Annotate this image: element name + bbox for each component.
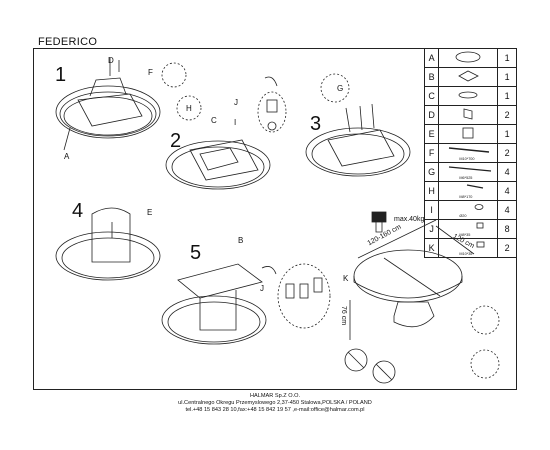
- part-qty: 1: [497, 124, 517, 144]
- part-letter: B: [423, 67, 440, 87]
- part-letter: K: [423, 238, 440, 258]
- parts-row: J M8*35 8: [423, 219, 517, 239]
- part-qty: 8: [497, 219, 517, 239]
- part-spec: M8*170: [459, 195, 473, 199]
- callout-label: G: [337, 84, 344, 93]
- step5-drawing: [161, 263, 331, 345]
- part-spec: M10*700: [459, 157, 475, 161]
- part-qty: 4: [497, 181, 517, 201]
- callout-label: C: [211, 116, 217, 125]
- parts-row: K M10*35 2: [423, 238, 517, 258]
- parts-row: G M6*525 4: [423, 162, 517, 182]
- callout-label: K: [343, 274, 349, 283]
- part-qty: 1: [497, 67, 517, 87]
- part-spec: M8*35: [459, 233, 471, 237]
- part-qty: 2: [497, 143, 517, 163]
- parts-row: I Ø20 4: [423, 200, 517, 220]
- finished-table-drawing: [349, 211, 475, 340]
- step-number: 3: [310, 113, 322, 135]
- screw-icon: M10*35: [438, 238, 499, 258]
- max-load-label: max.40kg: [394, 216, 425, 223]
- height-dimension: 76 cm: [340, 305, 348, 326]
- part-letter: A: [423, 48, 440, 68]
- callout-label: F: [148, 68, 153, 77]
- callout-label: J: [234, 98, 238, 107]
- callout-label: J: [260, 284, 264, 293]
- callout-label: D: [108, 56, 114, 65]
- bracket-icon: [438, 105, 499, 125]
- panel-icon: [438, 124, 499, 144]
- table-top-icon: [438, 48, 499, 68]
- part-letter: F: [423, 143, 440, 163]
- step-number: 1: [55, 64, 67, 86]
- step-number: 2: [170, 130, 182, 152]
- part-letter: J: [423, 219, 440, 239]
- instruction-frame: [33, 48, 517, 390]
- callout-label: I: [234, 118, 237, 127]
- part-qty: 1: [497, 86, 517, 106]
- part-qty: 4: [497, 200, 517, 220]
- bolt-icon: M8*170: [438, 181, 499, 201]
- rod-icon: M6*525: [438, 162, 499, 182]
- step-number: 5: [190, 242, 202, 264]
- part-letter: C: [423, 86, 440, 106]
- part-spec: Ø20: [459, 214, 467, 218]
- warning-icons: [344, 305, 500, 384]
- footer-company: HALMAR Sp.Z O.O.: [249, 393, 301, 399]
- base-plate-icon: [438, 67, 499, 87]
- footer-contact: tel.+48 15 843 28 10,fax:+48 15 842 19 5…: [185, 407, 365, 413]
- step3-drawing: [305, 73, 411, 177]
- part-letter: H: [423, 181, 440, 201]
- step4-drawing: [55, 207, 161, 281]
- part-letter: G: [423, 162, 440, 182]
- step-number: 4: [72, 200, 84, 222]
- callout-label: A: [64, 152, 70, 161]
- part-qty: 2: [497, 238, 517, 258]
- part-qty: 4: [497, 162, 517, 182]
- part-qty: 1: [497, 48, 517, 68]
- long-bolt-icon: M10*700: [438, 143, 499, 163]
- washer-icon: Ø20: [438, 200, 499, 220]
- parts-row: H M8*170 4: [423, 181, 517, 201]
- step1-drawing: [55, 58, 202, 151]
- part-letter: D: [423, 105, 440, 125]
- part-letter: I: [423, 200, 440, 220]
- part-qty: 2: [497, 105, 517, 125]
- column-icon: [438, 86, 499, 106]
- screw-icon: M8*35: [438, 219, 499, 239]
- document-title: FEDERICO: [38, 36, 98, 48]
- parts-row: F M10*700 2: [423, 143, 517, 163]
- step2-drawing: [165, 76, 287, 190]
- part-spec: M10*35: [459, 252, 473, 256]
- callout-label: H: [186, 104, 192, 113]
- part-letter: E: [423, 124, 440, 144]
- callout-label: E: [147, 208, 153, 217]
- footer-address: ul.Centralnego Okregu Przemyslowego 2,37…: [178, 400, 372, 406]
- callout-label: B: [238, 236, 244, 245]
- part-spec: M6*525: [459, 176, 473, 180]
